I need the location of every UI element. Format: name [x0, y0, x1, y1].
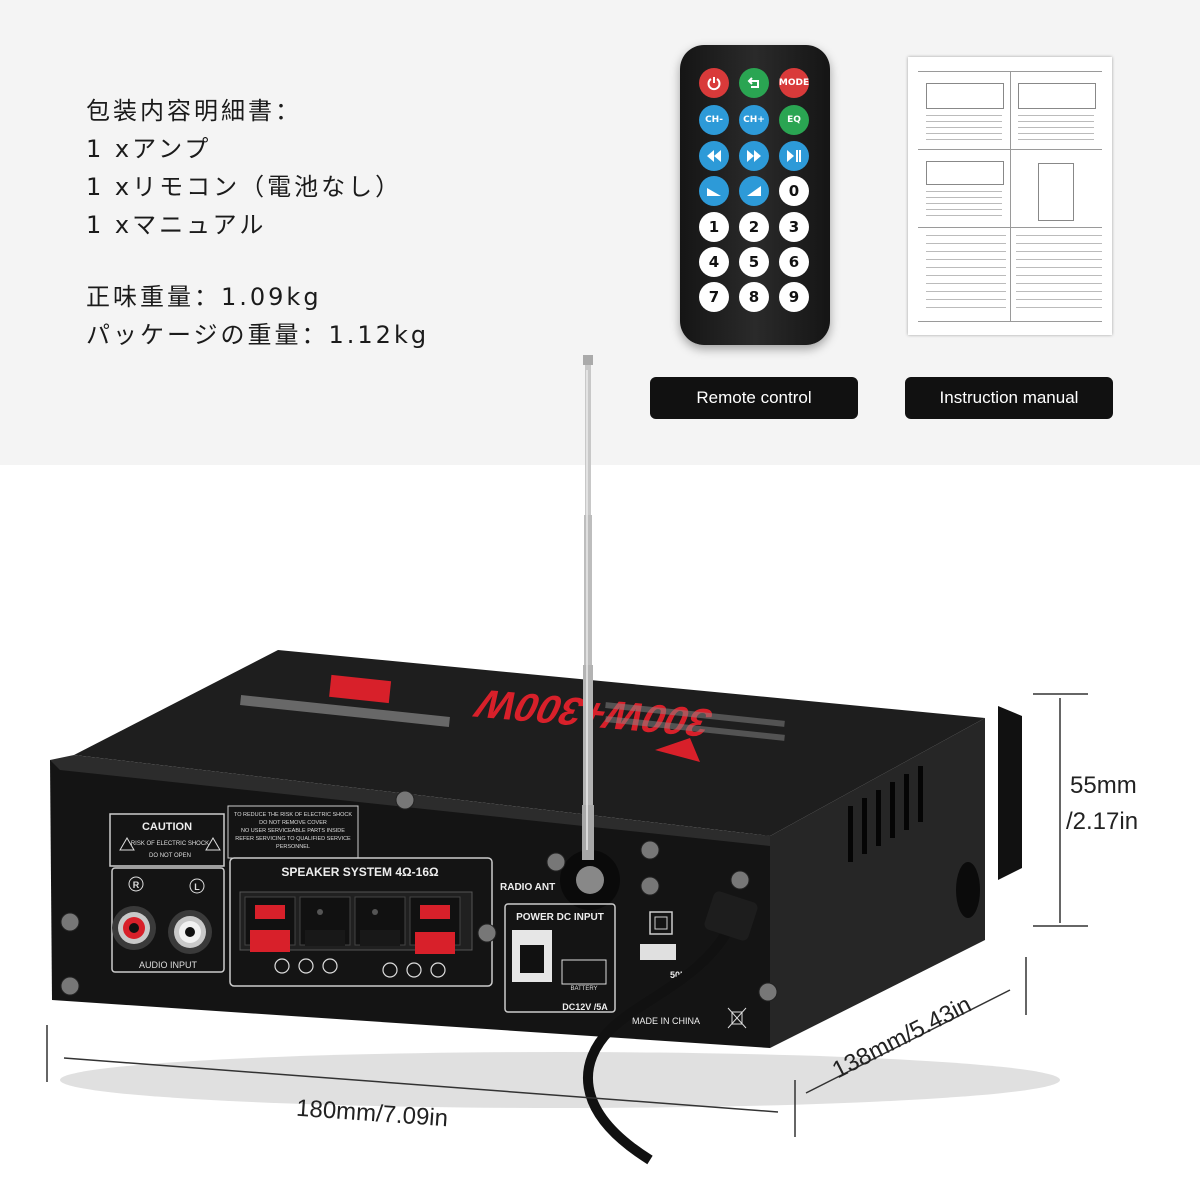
num-button-6: 6 [779, 247, 809, 277]
speaker-terminal-block [239, 891, 473, 954]
rca-jack-red [112, 906, 156, 950]
volume-up-icon [739, 176, 769, 206]
mode-button: MODE [779, 68, 809, 98]
contents-item-remote: 1 xリモコン（電池なし） [86, 173, 403, 201]
caption-instruction-manual: Instruction manual [905, 377, 1113, 419]
num-button-7: 7 [699, 282, 729, 312]
audio-r-label: R [133, 880, 140, 890]
next-track-icon [739, 141, 769, 171]
made-in-label: MADE IN CHINA [632, 1016, 700, 1026]
power-dc-label: POWER DC INPUT [516, 912, 604, 923]
warning-line4: REFER SERVICING TO QUALIFIED SERVICE [235, 836, 351, 842]
battery-label: BATTERY [570, 986, 597, 992]
contents-item-amp: 1 xアンプ [86, 135, 212, 163]
eq-button: EQ [779, 105, 809, 135]
num-button-1: 1 [699, 212, 729, 242]
dc-rating-label: DC12V /5A [562, 1002, 608, 1012]
antenna [582, 355, 594, 860]
caution-title: CAUTION [142, 821, 192, 833]
power-cable [582, 891, 758, 1165]
ch-minus-button: CH- [699, 105, 729, 135]
contents-item-manual: 1 xマニュアル [86, 211, 267, 239]
num-button-9: 9 [779, 282, 809, 312]
warning-line3: NO USER SERVICEABLE PARTS INSIDE [241, 828, 345, 834]
num-button-2: 2 [739, 212, 769, 242]
num-button-4: 4 [699, 247, 729, 277]
volume-down-icon [699, 176, 729, 206]
weee-icon [727, 1007, 747, 1029]
radio-ant-label: RADIO ANT [500, 882, 555, 893]
warning-line2: DO NOT REMOVE COVER [259, 820, 327, 826]
num-button-8: 8 [739, 282, 769, 312]
speaker-system-label: SPEAKER SYSTEM 4Ω-16Ω [281, 865, 439, 879]
audio-input-label: AUDIO INPUT [139, 960, 198, 970]
ch-plus-button: CH+ [739, 105, 769, 135]
prev-track-icon [699, 141, 729, 171]
caption-remote-control: Remote control [650, 377, 858, 419]
caution-line1: RISK OF ELECTRIC SHOCK [131, 841, 209, 847]
num-button-0: 0 [779, 176, 809, 206]
remote-control: MODE CH- CH+ EQ 0 1 2 3 4 5 6 7 8 9 [680, 45, 830, 345]
height-mm-label: 55mm [1070, 772, 1137, 799]
net-weight: 正味重量：1.09kg [86, 283, 322, 311]
audio-l-label: L [194, 882, 200, 892]
warning-line1: TO REDUCE THE RISK OF ELECTRIC SHOCK [234, 812, 352, 818]
power-icon [699, 68, 729, 98]
return-icon [739, 68, 769, 98]
warning-line5: PERSONNEL [276, 844, 310, 850]
caution-line2: DO NOT OPEN [149, 853, 191, 859]
rca-jack-white [168, 910, 212, 954]
play-pause-icon [779, 141, 809, 171]
num-button-3: 3 [779, 212, 809, 242]
height-in-label: /2.17in [1066, 808, 1139, 835]
num-button-5: 5 [739, 247, 769, 277]
instruction-manual [908, 57, 1112, 335]
package-contents: 包装内容明細書： 1 xアンプ 1 xリモコン（電池なし） 1 xマニュアル 正… [86, 92, 429, 354]
package-weight: パッケージの重量：1.12kg [86, 321, 430, 349]
contents-title: 包装内容明細書： [86, 97, 302, 125]
